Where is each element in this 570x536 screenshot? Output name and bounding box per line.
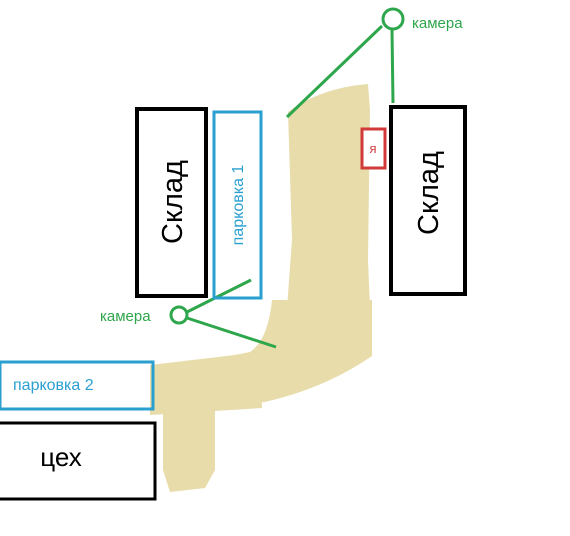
me-label: я	[369, 141, 376, 156]
road	[150, 84, 372, 492]
workshop	[0, 421, 157, 501]
parking-1	[212, 110, 263, 300]
warehouse-left-label: Склад	[157, 160, 189, 244]
sight-line-top-left	[285, 24, 384, 119]
me-marker	[360, 127, 387, 170]
warehouse-right	[389, 105, 467, 296]
sight-line-left-down	[186, 316, 277, 349]
road-down-branch	[163, 398, 215, 492]
camera-left-label: камера	[100, 308, 151, 325]
parking-2-label: парковка 2	[13, 377, 94, 394]
parking-1-label: парковка 1	[230, 165, 247, 246]
road-left-section	[150, 352, 262, 415]
warehouse-left	[135, 107, 208, 298]
warehouse-right-label: Склад	[413, 151, 445, 235]
workshop-label: цех	[40, 442, 82, 472]
parking-2	[0, 360, 155, 411]
camera-left-icon	[169, 305, 189, 325]
sight-line-top-down	[390, 29, 395, 104]
camera-top-label: камера	[412, 15, 463, 32]
camera-top-icon	[381, 7, 405, 31]
